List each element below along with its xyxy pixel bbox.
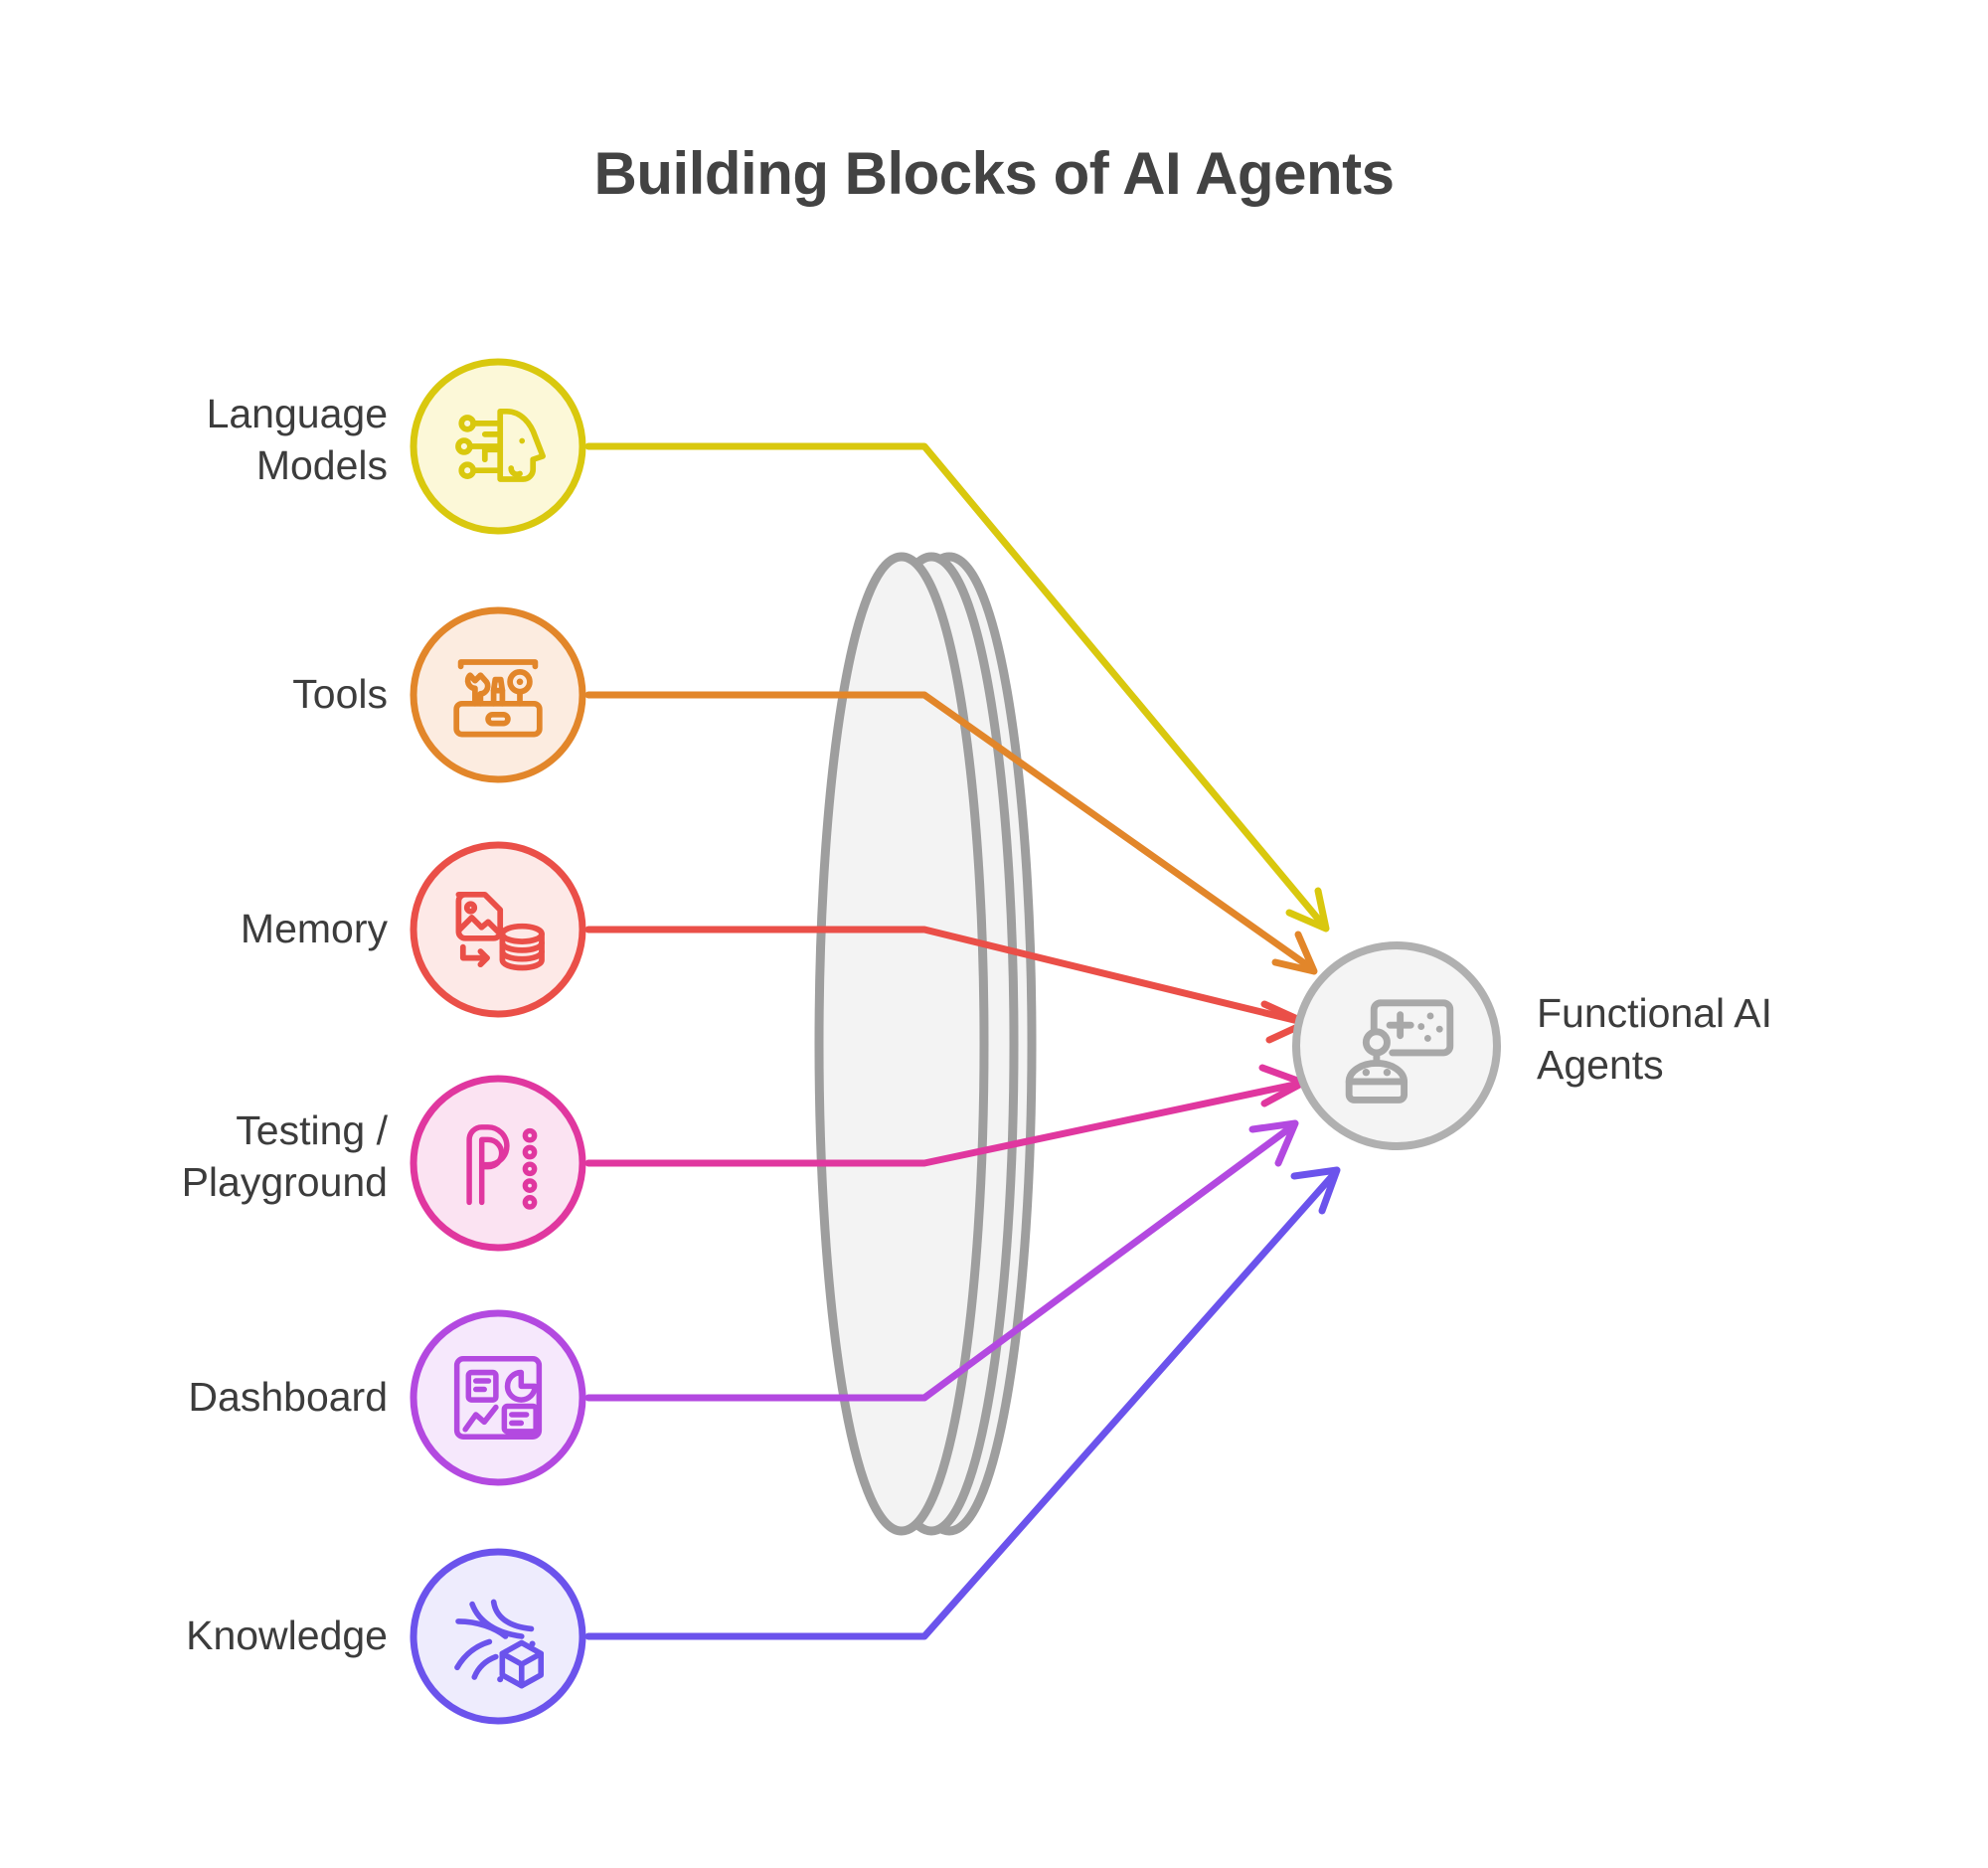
label-language-models: Language Models bbox=[206, 391, 388, 489]
block-circle-knowledge[interactable] bbox=[410, 1548, 586, 1725]
block-circle-memory[interactable] bbox=[410, 841, 586, 1018]
funnel-lens-shape bbox=[814, 552, 1037, 1536]
block-circle-dashboard[interactable] bbox=[410, 1309, 586, 1486]
label-tools: Tools bbox=[292, 671, 388, 717]
page-title: Building Blocks of AI Agents bbox=[593, 140, 1395, 207]
block-circle-language-models[interactable] bbox=[410, 358, 586, 535]
label-memory: Memory bbox=[240, 906, 388, 951]
connector-dashboard bbox=[584, 1119, 1299, 1402]
connector-knowledge bbox=[584, 1166, 1341, 1640]
block-icon-circles bbox=[410, 358, 586, 1725]
target-circle-functional-ai-agents[interactable] bbox=[1292, 941, 1501, 1150]
label-testing-playground: Testing / Playground bbox=[181, 1107, 388, 1206]
block-circle-tools[interactable] bbox=[410, 606, 586, 783]
label-dashboard: Dashboard bbox=[188, 1374, 388, 1420]
connector-lines bbox=[584, 442, 1341, 1640]
connector-language-models bbox=[584, 442, 1330, 933]
label-knowledge: Knowledge bbox=[186, 1613, 388, 1658]
block-circle-testing-playground[interactable] bbox=[410, 1075, 586, 1252]
label-functional-ai-agents: Functional AI Agents bbox=[1537, 990, 1773, 1089]
lens-disc-front bbox=[814, 552, 989, 1536]
connector-tools bbox=[584, 691, 1318, 975]
